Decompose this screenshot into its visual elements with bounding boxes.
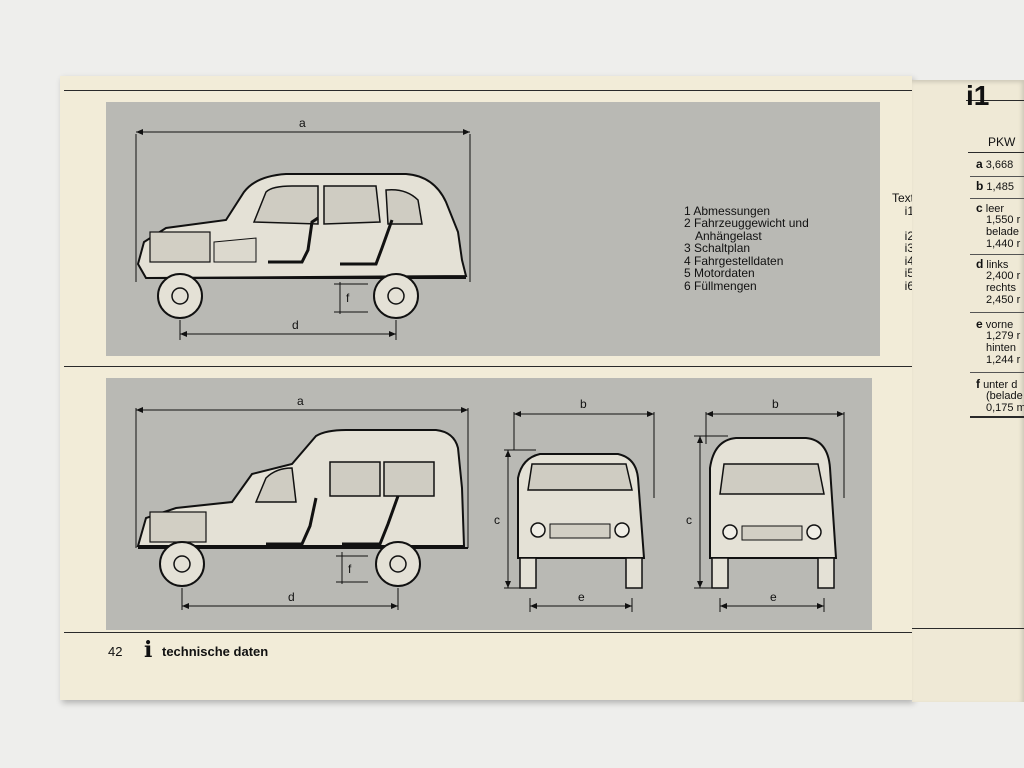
spec-line: 2,450 r [986, 294, 1021, 306]
contents-item: 2 Fahrzeuggewicht und [684, 216, 809, 230]
svg-text:a: a [297, 394, 304, 408]
spec-line: 0,175 m [986, 402, 1024, 414]
spec-line: hinten [986, 342, 1016, 354]
spec-line: (belade [986, 390, 1023, 402]
top-rule [64, 90, 912, 91]
dim-label-f: f [346, 291, 350, 305]
front-view-van: b c e [686, 397, 845, 612]
svg-text:c: c [686, 513, 692, 527]
van-and-front-views-diagram: a f d [135, 394, 845, 612]
spec-line: e vorne [976, 317, 1014, 331]
front-view-sedan: b c e [494, 397, 655, 612]
svg-text:e: e [578, 590, 585, 604]
svg-text:f: f [348, 562, 352, 576]
side-view-car-diagram: a f [135, 116, 471, 340]
spec-line: 1,550 r [986, 214, 1021, 226]
info-icon: i [144, 637, 153, 663]
spec-line: a 3,668 [976, 157, 1014, 171]
spec-line: 2,400 r [986, 270, 1021, 282]
left-page: a f [60, 76, 914, 700]
right-page-heading: i1 [966, 80, 990, 111]
spec-line: d links [976, 257, 1009, 271]
bottom-diagram-panel: a f d [106, 378, 872, 630]
spec-line: 1,279 r [986, 330, 1021, 342]
top-diagram-panel: a f [106, 102, 914, 356]
spec-line: 1,244 r [986, 354, 1021, 366]
spec-line: f unter d [976, 377, 1018, 391]
svg-text:b: b [580, 397, 587, 411]
spec-line: belade [986, 226, 1020, 238]
spec-line: 1,440 r [986, 238, 1021, 250]
contents-header: Text [891, 191, 914, 205]
svg-text:b: b [772, 397, 779, 411]
right-page: i1 PKW a 3,668 b 1,485 c leer 1,550 r be… [912, 80, 1024, 702]
spec-line: b 1,485 [976, 179, 1014, 193]
bottom-rule [64, 632, 912, 633]
svg-text:e: e [770, 590, 777, 604]
svg-text:c: c [494, 513, 500, 527]
spec-line: c leer [976, 201, 1005, 215]
section-title: technische daten [162, 644, 269, 659]
column-header: PKW [988, 135, 1016, 149]
page-number: 42 [108, 644, 123, 659]
svg-text:d: d [288, 590, 295, 604]
spec-line: rechts [986, 282, 1016, 294]
middle-rule [64, 366, 912, 367]
dim-label-a: a [299, 116, 306, 130]
dim-label-d: d [292, 318, 299, 332]
